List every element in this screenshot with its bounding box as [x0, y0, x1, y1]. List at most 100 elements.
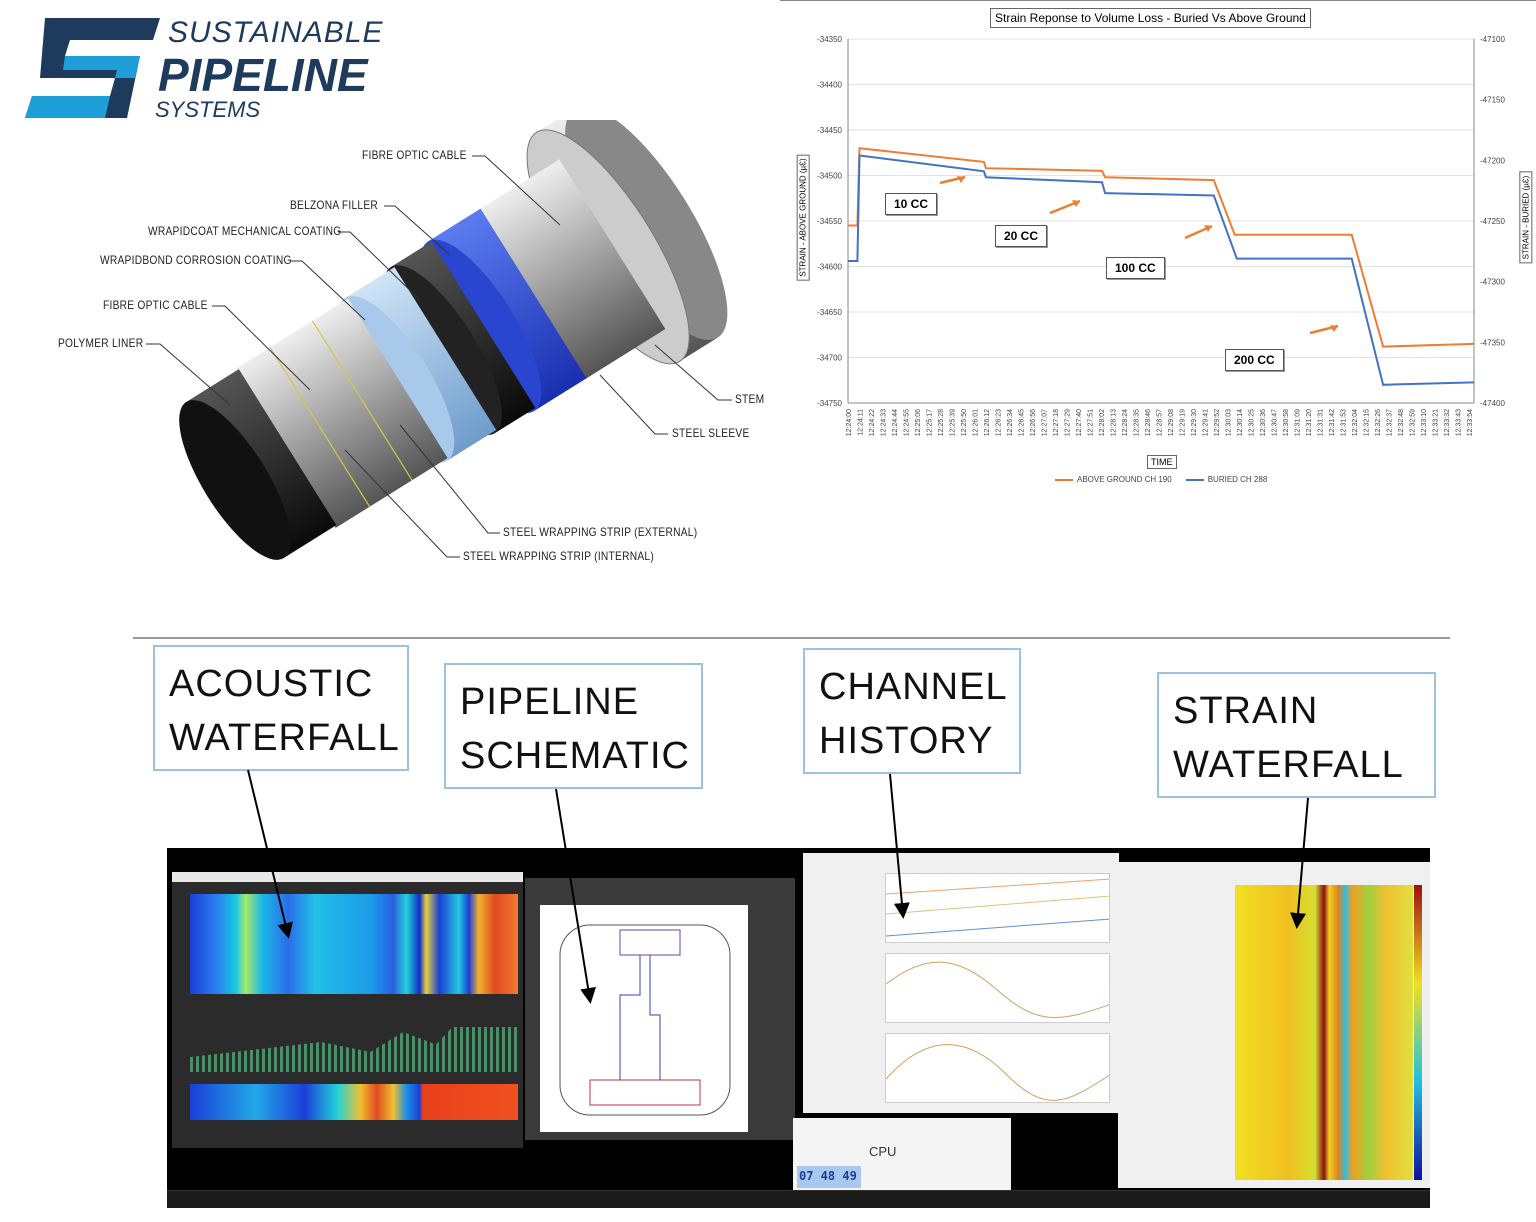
y-tick-label: -34650 — [817, 308, 842, 317]
x-tick-label: 12:30:14 — [1237, 409, 1244, 436]
x-tick-label: 12:27:51 — [1087, 409, 1094, 436]
x-tick-label: 12:24:00 — [846, 409, 853, 436]
x-tick-label: 12:32:15 — [1363, 409, 1370, 436]
strain-heatmap — [1235, 885, 1413, 1180]
y-tick-label: -34700 — [817, 354, 842, 363]
label-fibre-optic-cable-outer: FIBRE OPTIC CABLE — [362, 148, 467, 162]
annotation-arrowhead — [1330, 325, 1338, 332]
history-plot-3 — [885, 1033, 1110, 1103]
x-tick-label: 12:31:20 — [1306, 409, 1313, 436]
annotation-arrowhead — [1072, 200, 1080, 207]
x-tick-label: 12:30:36 — [1260, 409, 1267, 436]
chart-plot: -34350-34400-34450-34500-34550-34600-346… — [817, 35, 1505, 436]
y-tick-label: -34450 — [817, 126, 842, 135]
history-plot-2 — [885, 953, 1110, 1023]
y-tick-label: -34600 — [817, 263, 842, 272]
chart-title: Strain Reponse to Volume Loss - Buried V… — [990, 8, 1311, 28]
acoustic-waterfall-window — [172, 872, 523, 1148]
x-tick-label: 12:24:11 — [857, 409, 864, 436]
x-tick-label: 12:28:13 — [1110, 409, 1117, 436]
schematic-drawing — [559, 924, 731, 1116]
pipeline-repair-diagram — [146, 120, 732, 560]
x-tick-label: 12:28:24 — [1122, 409, 1129, 436]
company-logo: SUSTAINABLE PIPELINE SYSTEMS — [25, 18, 395, 123]
x-tick-label: 12:33:32 — [1444, 409, 1451, 436]
taskbar[interactable] — [167, 1190, 1430, 1208]
x-tick-label: 12:32:59 — [1409, 409, 1416, 436]
legend-item-buried: BURIED CH 288 — [1185, 475, 1268, 484]
y2-tick-label: -47250 — [1480, 217, 1505, 226]
annotation-20cc: 20 CC — [995, 225, 1048, 247]
x-tick-label: 12:33:10 — [1421, 409, 1428, 436]
schematic-panel — [540, 905, 748, 1132]
x-tick-label: 12:28:57 — [1156, 409, 1163, 436]
x-tick-label: 12:25:50 — [961, 409, 968, 436]
strain-waterfall-window — [1118, 862, 1430, 1188]
steel-sleeve — [478, 159, 666, 380]
x-tick-label: 12:29:52 — [1214, 409, 1221, 436]
label-line: ACOUSTIC — [169, 663, 374, 705]
x-tick-label: 12:31:42 — [1329, 409, 1336, 436]
series-line-buried — [848, 154, 1475, 386]
x-tick-label: 12:32:37 — [1386, 409, 1393, 436]
x-tick-label: 12:25:39 — [949, 409, 956, 436]
x-tick-label: 12:29:19 — [1179, 409, 1186, 436]
strain-colorbar — [1414, 885, 1422, 1180]
x-tick-label: 12:30:25 — [1248, 409, 1255, 436]
x-tick-label: 12:33:54 — [1467, 409, 1474, 436]
y2-tick-label: -47200 — [1480, 156, 1505, 165]
x-tick-label: 12:29:41 — [1202, 409, 1209, 436]
x-tick-label: 12:30:58 — [1283, 409, 1290, 436]
cpu-label: CPU — [869, 1144, 897, 1159]
acoustic-heatmap-lower — [190, 1084, 518, 1120]
x-tick-label: 12:24:44 — [892, 409, 899, 436]
x-tick-label: 12:27:18 — [1053, 409, 1060, 436]
x-tick-label: 12:32:04 — [1352, 409, 1359, 436]
pipeline-schematic-window — [525, 878, 795, 1140]
y-tick-label: -34550 — [817, 217, 842, 226]
x-tick-label: 12:26:45 — [1018, 409, 1025, 436]
x-tick-label: 12:26:01 — [972, 409, 979, 436]
label-steel-wrapping-internal: STEEL WRAPPING STRIP (INTERNAL) — [463, 549, 654, 563]
x-tick-label: 12:32:48 — [1398, 409, 1405, 436]
annotation-200cc: 200 CC — [1225, 349, 1284, 371]
channel-history-window — [803, 853, 1119, 1113]
task-manager-window: CPU 07 48 49 — [793, 1118, 1011, 1190]
section-divider — [133, 637, 1450, 639]
label-steel-sleeve: STEEL SLEEVE — [672, 426, 750, 440]
arrow-channel-history — [889, 773, 910, 919]
arrow-acoustic — [247, 769, 293, 939]
logo-line2: PIPELINE — [158, 49, 368, 101]
y-tick-label: -34750 — [817, 399, 842, 408]
label-polymer-liner: POLYMER LINER — [58, 336, 144, 350]
x-tick-label: 12:24:55 — [903, 409, 910, 436]
x-tick-label: 12:28:35 — [1133, 409, 1140, 436]
label-belzona-filler: BELZONA FILLER — [290, 198, 379, 212]
x-tick-label: 12:29:30 — [1191, 409, 1198, 436]
y2-tick-label: -47350 — [1480, 338, 1505, 347]
label-line: STRAIN — [1173, 690, 1319, 732]
x-tick-label: 12:31:31 — [1317, 409, 1324, 436]
history-plot-1 — [885, 873, 1110, 943]
x-tick-label: 12:33:43 — [1455, 409, 1462, 436]
x-axis-title: TIME — [1147, 455, 1177, 469]
annotation-10cc: 10 CC — [885, 193, 938, 215]
x-tick-label: 12:24:22 — [869, 409, 876, 436]
label-line: SCHEMATIC — [460, 735, 690, 777]
x-tick-label: 12:26:34 — [1007, 409, 1014, 436]
y2-tick-label: -47150 — [1480, 96, 1505, 105]
clock-readout: 07 48 49 — [797, 1166, 861, 1188]
x-tick-label: 12:31:09 — [1294, 409, 1301, 436]
annotation-arrowhead — [1204, 225, 1212, 232]
logo-mark-icon — [25, 18, 160, 118]
label-steel-wrapping-external: STEEL WRAPPING STRIP (EXTERNAL) — [503, 525, 698, 539]
annotation-100cc: 100 CC — [1106, 257, 1165, 279]
x-tick-label: 12:26:56 — [1030, 409, 1037, 436]
label-line: WATERFALL — [1173, 744, 1404, 786]
legend-label: BURIED CH 288 — [1207, 475, 1268, 484]
x-tick-label: 12:25:28 — [938, 409, 945, 436]
label-wrapidcoat: WRAPIDCOAT MECHANICAL COATING — [148, 224, 342, 238]
x-tick-label: 12:27:40 — [1076, 409, 1083, 436]
label-wrapidbond: WRAPIDBOND CORROSION COATING — [100, 253, 292, 267]
